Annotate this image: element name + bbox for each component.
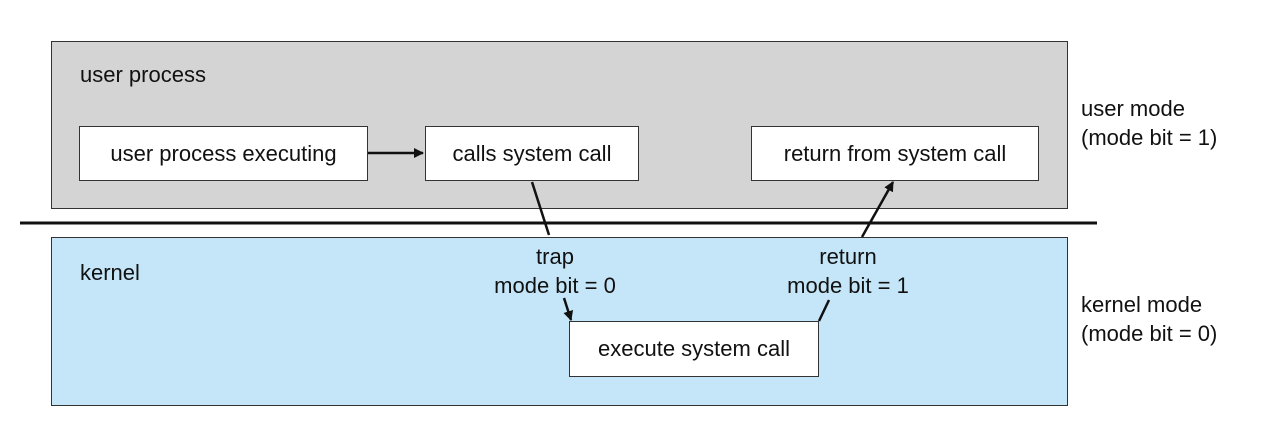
return-label: return mode bit = 1 [762,242,934,300]
user-mode-label-line2: (mode bit = 1) [1081,125,1218,150]
return-arrow [860,181,895,238]
user-mode-label-line1: user mode [1081,96,1185,121]
kernel-mode-label-line1: kernel mode [1081,292,1203,317]
trap-label-line2: mode bit = 0 [494,273,616,298]
execute-system-call-box: execute system call [569,321,819,377]
user-process-title: user process [80,62,206,87]
return-from-system-call-box: return from system call [751,126,1039,181]
user-process-region [51,41,1068,209]
user-mode-label: user mode (mode bit = 1) [1081,94,1217,152]
trap-label: trap mode bit = 0 [470,242,640,300]
kernel-region [51,237,1068,406]
user-process-executing-box: user process executing [79,126,368,181]
trap-label-line1: trap [536,244,574,269]
calls-system-call-box: calls system call [425,126,639,181]
return-label-line1: return [819,244,877,269]
trap-line-upper [530,181,551,236]
return-label-line2: mode bit = 1 [787,273,909,298]
trap-arrow [562,297,574,321]
kernel-mode-label-line2: (mode bit = 0) [1081,321,1218,346]
return-line-lower [817,299,831,322]
kernel-title: kernel [80,260,140,285]
kernel-mode-label: kernel mode (mode bit = 0) [1081,290,1217,348]
